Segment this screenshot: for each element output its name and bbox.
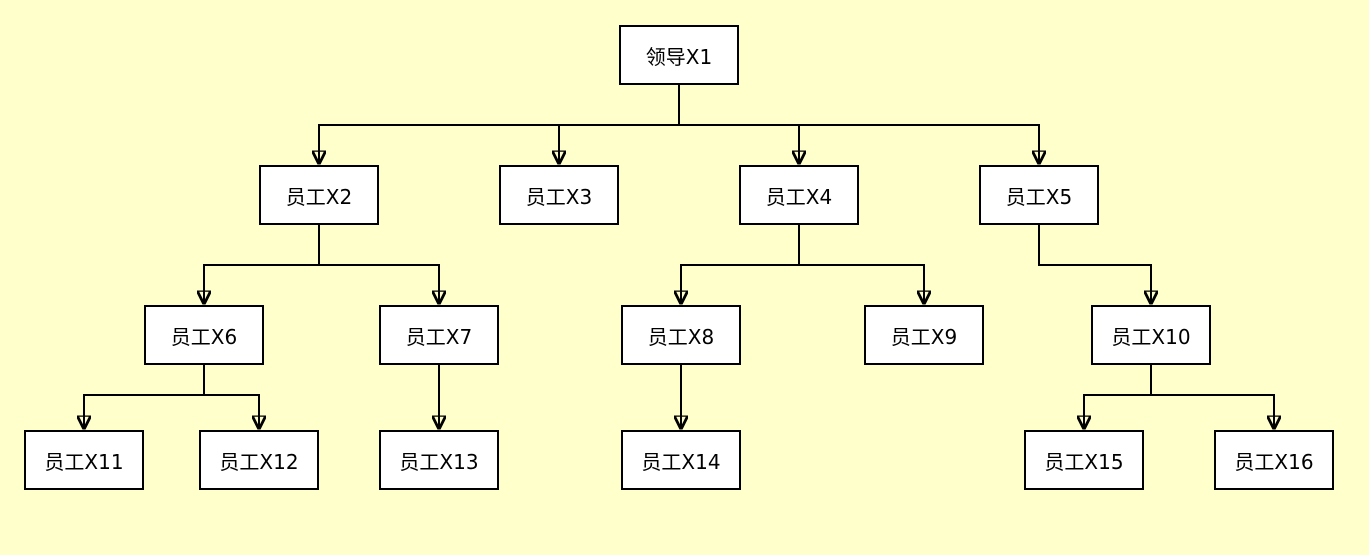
connector-x1-x2 bbox=[319, 85, 680, 163]
node-leader-x1: 领导X1 bbox=[619, 25, 739, 85]
node-employee-x10: 员工X10 bbox=[1091, 305, 1211, 365]
connector-x10-x16 bbox=[1150, 365, 1274, 428]
node-employee-x9: 员工X9 bbox=[864, 305, 984, 365]
connector-x2-x7 bbox=[318, 225, 439, 303]
node-employee-x11: 员工X11 bbox=[24, 430, 144, 490]
node-employee-x4: 员工X4 bbox=[739, 165, 859, 225]
node-employee-x3: 员工X3 bbox=[499, 165, 619, 225]
node-employee-x12: 员工X12 bbox=[199, 430, 319, 490]
node-employee-x2: 员工X2 bbox=[259, 165, 379, 225]
node-employee-x16: 员工X16 bbox=[1214, 430, 1334, 490]
node-employee-x14: 员工X14 bbox=[621, 430, 741, 490]
connector-x4-x9 bbox=[798, 225, 924, 303]
connector-x6-x12 bbox=[203, 365, 259, 428]
connector-x5-x10 bbox=[1038, 225, 1151, 303]
connector-x2-x6 bbox=[204, 225, 320, 303]
connector-x1-x4 bbox=[678, 85, 799, 163]
connector-x4-x8 bbox=[681, 225, 800, 303]
node-employee-x7: 员工X7 bbox=[379, 305, 499, 365]
node-employee-x5: 员工X5 bbox=[979, 165, 1099, 225]
node-employee-x15: 员工X15 bbox=[1024, 430, 1144, 490]
node-employee-x6: 员工X6 bbox=[144, 305, 264, 365]
connector-x1-x3 bbox=[559, 85, 680, 163]
connector-x1-x5 bbox=[678, 85, 1039, 163]
connector-x10-x15 bbox=[1084, 365, 1152, 428]
node-employee-x8: 员工X8 bbox=[621, 305, 741, 365]
connector-x6-x11 bbox=[84, 365, 205, 428]
node-employee-x13: 员工X13 bbox=[379, 430, 499, 490]
